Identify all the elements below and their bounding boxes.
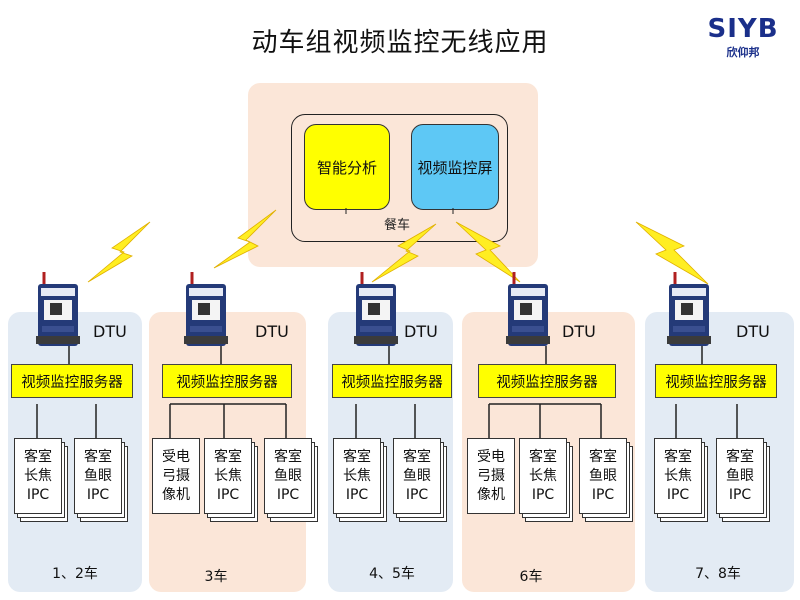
car-label-3: 3车	[204, 569, 228, 585]
dtu-label: DTU	[404, 322, 438, 341]
camera-long-focus: 客室 长焦 IPC	[204, 438, 252, 514]
lightning-icon	[635, 221, 709, 285]
dtu-label: DTU	[736, 322, 770, 341]
dtu-device-icon	[354, 270, 398, 346]
camera-long-focus: 客室 长焦 IPC	[14, 438, 62, 514]
dtu-device-icon	[184, 270, 228, 346]
camera-fisheye: 客室 鱼眼 IPC	[74, 438, 122, 514]
lightning-icon	[213, 209, 277, 269]
dtu-device-icon	[667, 270, 711, 346]
video-server-box: 视频监控服务器	[655, 364, 777, 398]
video-monitor-screen-box: 视频监控屏	[411, 124, 499, 210]
car-label-6: 6车	[519, 569, 543, 585]
camera-fisheye: 客室 鱼眼 IPC	[579, 438, 627, 514]
camera-fisheye: 客室 鱼眼 IPC	[716, 438, 764, 514]
video-server-box: 视频监控服务器	[11, 364, 133, 398]
dtu-label: DTU	[93, 322, 127, 341]
video-server-box: 视频监控服务器	[332, 364, 452, 398]
logo-word: SIYB	[707, 14, 779, 44]
dtu-label: DTU	[255, 322, 289, 341]
camera-pantograph: 受电 弓摄 像机	[152, 438, 200, 514]
car-label-1-2: 1、2车	[52, 566, 98, 582]
camera-long-focus: 客室 长焦 IPC	[654, 438, 702, 514]
lightning-icon	[455, 221, 521, 283]
dtu-device-icon	[36, 270, 80, 346]
car-label-7-8: 7、8车	[695, 566, 741, 582]
logo-subtitle: 欣仰邦	[726, 46, 760, 59]
car-label-4-5: 4、5车	[369, 566, 415, 582]
dtu-device-icon	[506, 270, 550, 346]
page-title: 动车组视频监控无线应用	[251, 28, 549, 58]
video-server-box: 视频监控服务器	[478, 364, 616, 398]
video-server-box: 视频监控服务器	[162, 364, 292, 398]
smart-analysis-box: 智能分析	[304, 124, 390, 210]
camera-long-focus: 客室 长焦 IPC	[333, 438, 381, 514]
camera-fisheye: 客室 鱼眼 IPC	[393, 438, 441, 514]
camera-fisheye: 客室 鱼眼 IPC	[264, 438, 312, 514]
lightning-icon	[371, 223, 437, 283]
dtu-label: DTU	[562, 322, 596, 341]
camera-long-focus: 客室 长焦 IPC	[519, 438, 567, 514]
brand-logo: SIYB 欣仰邦	[700, 14, 786, 60]
lightning-icon	[87, 221, 151, 283]
dining-car-label: 餐车	[383, 218, 410, 233]
camera-pantograph: 受电 弓摄 像机	[467, 438, 515, 514]
